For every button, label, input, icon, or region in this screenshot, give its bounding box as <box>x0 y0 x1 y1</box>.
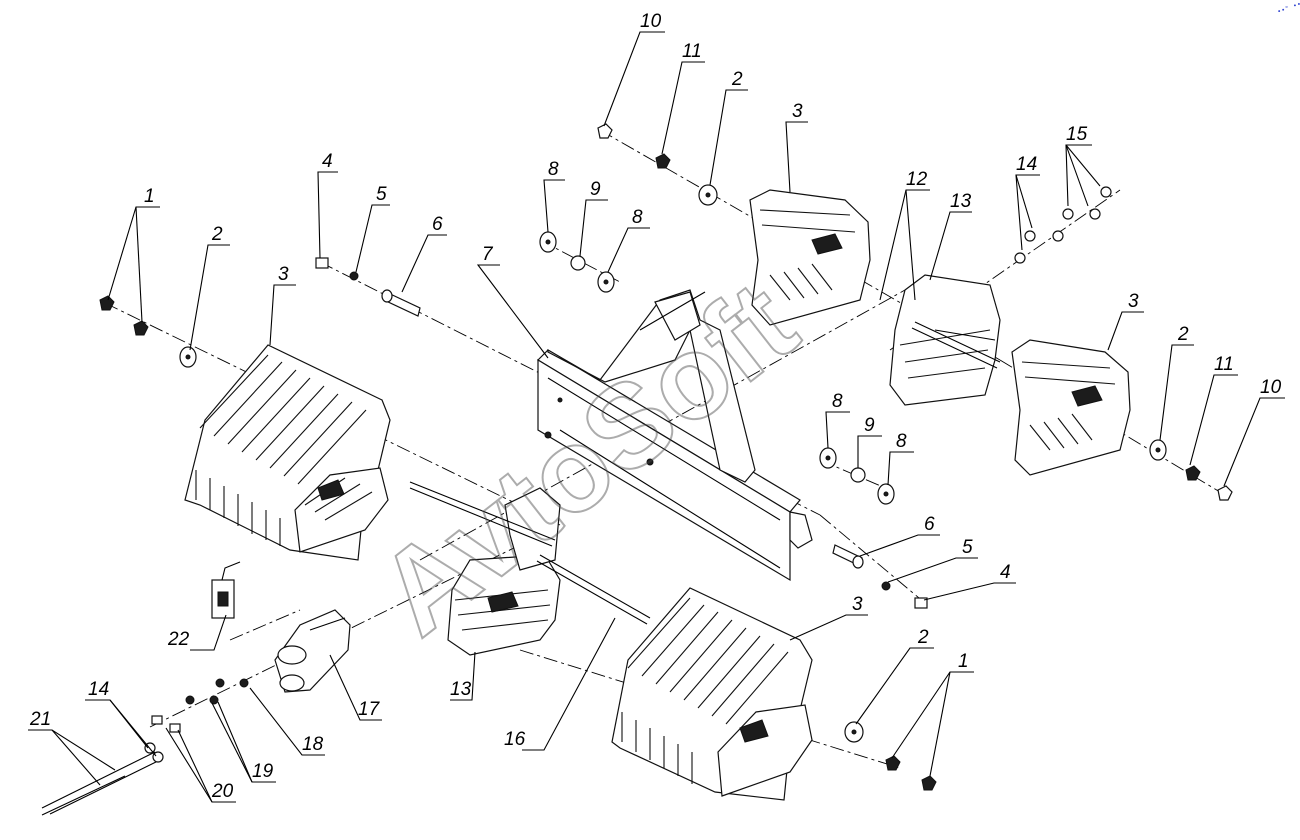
callout-5: 5 <box>376 184 387 205</box>
callout-22: 22 <box>167 629 190 650</box>
callout-12: 12 <box>906 169 928 190</box>
callout-15: 15 <box>1066 124 1088 145</box>
callout-10: 10 <box>1260 377 1282 398</box>
callout-20: 20 <box>211 781 234 802</box>
callout-13: 13 <box>450 679 472 700</box>
main-frame-7 <box>537 289 813 582</box>
callout-6: 6 <box>432 214 443 235</box>
weight-holder-13-left <box>447 487 561 656</box>
small-weight-top <box>749 189 871 326</box>
callout-17: 17 <box>358 699 381 720</box>
callout-11: 11 <box>682 41 702 62</box>
callout-5: 5 <box>962 537 973 558</box>
hitch-17 <box>274 609 351 693</box>
callout-14: 14 <box>88 679 109 700</box>
callout-1: 1 <box>144 186 155 207</box>
small-weight-right <box>1011 339 1131 476</box>
callout-2: 2 <box>917 627 929 648</box>
callout-7: 7 <box>482 244 494 265</box>
callout-2: 2 <box>1177 324 1189 345</box>
weight-holder-13-right <box>889 274 1001 406</box>
callout-8: 8 <box>896 431 907 452</box>
callout-3: 3 <box>852 594 863 615</box>
leader-lines <box>28 31 1285 803</box>
callout-9: 9 <box>864 415 875 436</box>
hardware <box>99 123 1233 791</box>
callout-8: 8 <box>632 207 643 228</box>
callout-21: 21 <box>29 709 51 730</box>
callout-8: 8 <box>832 391 843 412</box>
callout-3: 3 <box>792 101 803 122</box>
callout-labels: 1 2 3 4 5 6 7 8 9 8 10 11 2 3 12 13 14 1… <box>29 11 1282 802</box>
callout-18: 18 <box>302 734 324 755</box>
callout-3: 3 <box>1128 291 1139 312</box>
callout-4: 4 <box>1000 562 1011 583</box>
callout-1: 1 <box>958 651 969 672</box>
callout-13: 13 <box>950 191 972 212</box>
callout-8: 8 <box>548 159 559 180</box>
pin-22 <box>211 561 241 619</box>
callout-6: 6 <box>924 514 935 535</box>
callout-10: 10 <box>640 11 662 32</box>
corner-mark: ••° ••• <box>1276 0 1300 17</box>
callout-2: 2 <box>211 224 223 245</box>
callout-9: 9 <box>590 179 601 200</box>
callout-19: 19 <box>252 761 274 782</box>
callout-3: 3 <box>278 264 289 285</box>
callout-14: 14 <box>1016 154 1037 175</box>
callout-16: 16 <box>504 729 526 750</box>
weight-stack-right <box>611 587 813 801</box>
callout-11: 11 <box>1214 354 1234 375</box>
callout-4: 4 <box>322 151 333 172</box>
shafts <box>41 321 1001 816</box>
weight-stack-left <box>184 344 391 561</box>
callout-2: 2 <box>731 69 743 90</box>
